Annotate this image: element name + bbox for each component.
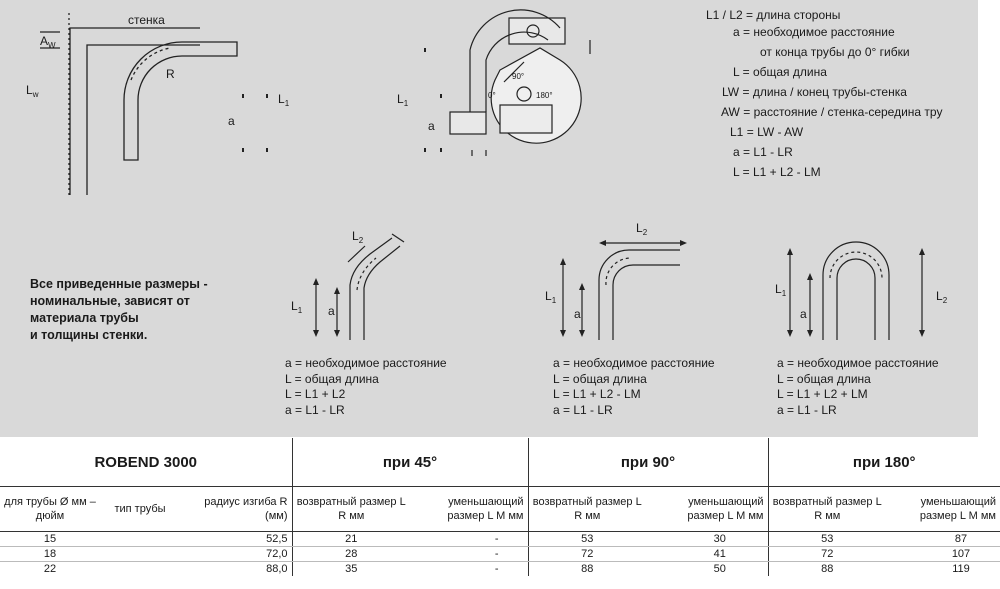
- a-label-180: a: [800, 307, 807, 321]
- legend-line: L = общая длина: [733, 65, 827, 79]
- robend-spec-table: ROBEND 3000 при 45° при 90° при 180° для…: [0, 438, 1000, 576]
- legend-line: от конца трубы до 0° гибки: [760, 45, 910, 59]
- l1-label-180: L1: [775, 282, 787, 298]
- bending-diagrams: стенка AW Lw R a L1 90° 0° 180° L1 a: [26, 9, 948, 340]
- l2-label-180: L2: [936, 289, 948, 305]
- group-90: при 90°: [527, 438, 768, 487]
- bend-180-diagram: [789, 241, 923, 340]
- wall-bend-diagram: [40, 12, 238, 195]
- l2-label-45: L2: [352, 229, 364, 245]
- a-label-45: a: [328, 304, 335, 318]
- legend-line: a = необходимое расстояние: [733, 25, 895, 39]
- col-header: для трубы Ø мм – дюйм: [0, 486, 100, 532]
- col-header: радиус изгиба R (мм): [180, 486, 292, 532]
- col-header: возвратный размер L R мм: [291, 486, 410, 532]
- col-header: возвратный размер L R мм: [527, 486, 646, 532]
- deg90-label: 90°: [512, 72, 524, 81]
- dimension-ticks-1: [242, 94, 268, 152]
- col-header: уменьшающий размер L M мм: [410, 486, 528, 532]
- bend-90-diagram: [562, 242, 680, 340]
- deg180-label: 180°: [536, 91, 553, 100]
- lw-label: Lw: [26, 83, 39, 99]
- bending-machine-diagram: [449, 9, 591, 156]
- a-label-2: a: [428, 119, 435, 133]
- l1-label-90: L1: [545, 289, 557, 305]
- l1-label-1: L1: [278, 92, 290, 108]
- a-label-90: a: [574, 307, 581, 321]
- radius-label: R: [166, 67, 175, 81]
- col-header: уменьшающий размер L M мм: [646, 486, 768, 532]
- col-header: уменьшающий размер L M мм: [886, 486, 1000, 532]
- legend-line: L = L1 + L2 - LM: [733, 165, 821, 179]
- bend-45-diagram: [315, 233, 405, 340]
- col-header: тип трубы: [100, 486, 180, 532]
- legend-line: a = L1 - LR: [733, 145, 793, 159]
- group-180: при 180°: [767, 438, 1000, 487]
- table-title: ROBEND 3000: [0, 438, 292, 487]
- dimensions-note: Все приведенные размеры - номинальные, з…: [30, 277, 208, 342]
- legend-line: AW = расстояние / стенка-середина тру: [721, 105, 943, 119]
- legend-line: L1 = LW - AW: [730, 125, 804, 139]
- diagram-panel: [0, 0, 978, 437]
- deg0-label: 0°: [488, 91, 496, 100]
- legend-line: LW = длина / конец трубы-стенка: [722, 85, 907, 99]
- col-header: возвратный размер L R мм: [767, 486, 886, 532]
- l1-label-45: L1: [291, 299, 303, 315]
- group-45: при 45°: [291, 438, 528, 487]
- wall-label: стенка: [128, 13, 165, 27]
- a-label-1: a: [228, 114, 235, 128]
- legend-line: L1 / L2 = длина стороны: [706, 8, 841, 22]
- l1-label-2: L1: [397, 92, 409, 108]
- l2-label-90: L2: [636, 221, 648, 237]
- aw-label: AW: [40, 34, 56, 50]
